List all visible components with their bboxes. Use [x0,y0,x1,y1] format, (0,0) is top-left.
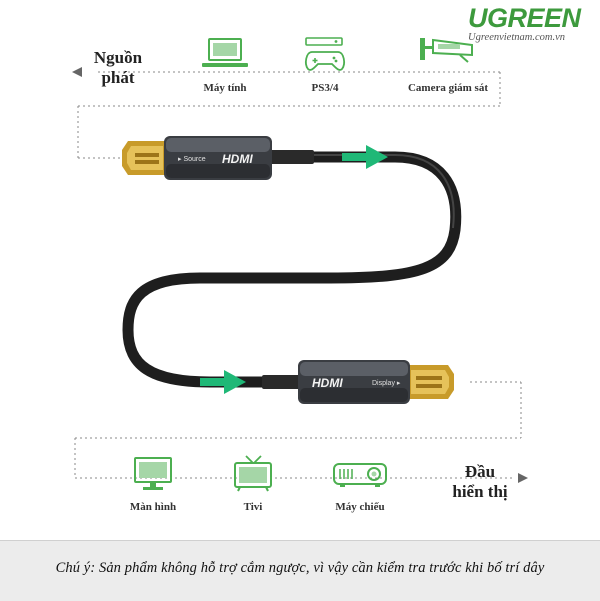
source-arrowhead-left [72,67,82,77]
source-device-label: Camera giám sát [407,82,489,94]
display-device-label: Màn hình [129,501,177,513]
source-title: Nguồn phát [78,48,158,88]
display-hdmi-plug [408,365,454,399]
display-device-projector: Máy chiếu [320,454,400,513]
monitor-icon [202,38,248,67]
monitor-icon [134,457,172,490]
brand-block: UGREEN Ugreenvietnam.com.vn [468,4,596,44]
source-device-camera: Camera giám sát [398,36,498,94]
source-device-label: PS3/4 [311,82,339,94]
game-console-icon [305,37,345,71]
cable [122,151,462,388]
source-hdmi-plug [122,141,166,175]
source-dotted-connector [77,71,501,159]
note-banner: Chú ý: Sản phẩm không hỗ trợ cắm ngược, … [0,540,600,601]
source-connector-label: ▸ Source [178,156,206,163]
display-device-monitor: Màn hình [118,454,188,513]
projector-icon [333,463,387,487]
display-device-label: Tivi [243,501,263,513]
brand-url: Ugreenvietnam.com.vn [468,32,565,43]
display-arrowhead-right [518,473,528,483]
cable-diagram: ▸ Source HDMI HDMI Display ▸ [72,67,528,483]
display-title: Đầu hiển thị [440,462,520,502]
display-connector-label: Display ▸ [372,380,401,387]
display-device-tv: Tivi [218,454,288,513]
display-hdmi-logo: HDMI [312,376,343,390]
note-text: Chú ý: Sản phẩm không hỗ trợ cắm ngược, … [55,560,545,576]
source-title-line2: phát [101,68,135,87]
source-device-label: Máy tính [203,82,247,94]
source-device-console: PS3/4 [290,36,360,94]
display-device-label: Máy chiếu [335,501,385,513]
tv-icon [234,455,272,492]
display-title-line2: hiển thị [452,482,508,501]
source-hdmi-logo: HDMI [222,152,253,166]
flow-arrow-bottom [200,370,246,394]
display-housing [298,360,410,404]
brand-logo: UGREEN [468,3,581,33]
security-camera-icon [420,38,473,63]
source-device-computer: Máy tính [190,36,260,94]
source-title-line1: Nguồn [93,48,143,67]
display-title-line1: Đầu [464,462,496,481]
source-housing [164,136,272,180]
display-dotted-connector [74,381,522,479]
flow-arrow-top [342,145,388,169]
